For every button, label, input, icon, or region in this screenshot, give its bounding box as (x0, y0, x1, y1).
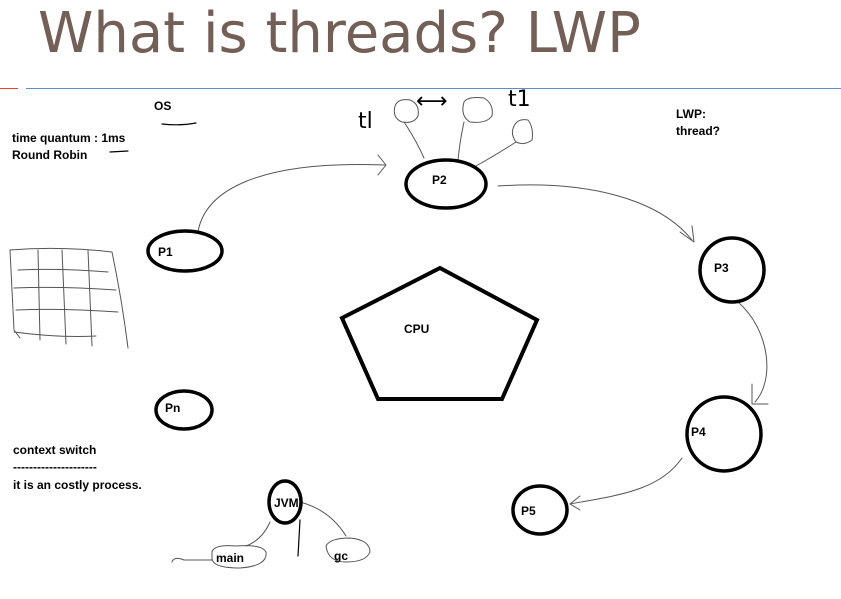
cpu-label: CPU (404, 322, 429, 336)
process-p1-label: P1 (158, 245, 173, 259)
jvm-stem-line (297, 519, 301, 557)
costly-process-label: it is an costly process. (13, 478, 142, 492)
lwp-label: LWP: (676, 107, 706, 121)
arrow-p1-to-p2 (197, 163, 386, 233)
main-thread-blob (211, 545, 267, 569)
process-p4 (685, 395, 763, 473)
os-underline (161, 122, 197, 126)
arrowhead-p2 (377, 154, 387, 176)
title-rule (26, 88, 841, 89)
cpu-pentagon (339, 265, 540, 401)
os-label: OS (154, 99, 171, 113)
thread-sketch (393, 97, 533, 167)
process-p1 (146, 229, 224, 273)
arrow-p3-to-p4 (737, 301, 768, 403)
grid-sketch (9, 247, 129, 349)
process-pn (154, 389, 214, 431)
arrowhead-p3 (679, 225, 695, 243)
process-p5 (511, 484, 569, 536)
swap-arrow-handwriting: ⟷ (416, 89, 448, 114)
arrowhead-p4 (751, 383, 769, 405)
round-robin-underline (109, 150, 129, 153)
process-p2-label: P2 (432, 173, 447, 187)
process-p3-label: P3 (714, 261, 729, 275)
thread-question-label: thread? (676, 124, 720, 138)
arrow-p2-to-p3 (497, 184, 693, 241)
main-thread-label: main (216, 551, 244, 565)
process-p5-label: P5 (521, 504, 536, 518)
process-p3 (698, 236, 766, 304)
t1-right-handwriting: t1 (508, 87, 531, 112)
process-pn-label: Pn (165, 401, 180, 415)
jvm-to-main-line (245, 521, 271, 547)
main-thread-tail (171, 557, 213, 563)
t1-left-handwriting: tl (358, 109, 373, 134)
jvm-label: JVM (274, 496, 299, 510)
process-p2 (404, 158, 488, 210)
arrowhead-p5 (569, 495, 581, 511)
slide-title: What is threads? LWP (38, 1, 641, 66)
gc-thread-blob (325, 537, 371, 563)
jvm-node (267, 479, 303, 525)
jvm-to-gc-line (299, 501, 347, 537)
context-switch-label: context switch (13, 443, 96, 457)
title-rule-accent (0, 88, 18, 89)
dashes-line: --------------------- (13, 460, 97, 474)
arrow-p4-to-p5 (569, 457, 683, 505)
process-p4-label: P4 (691, 425, 706, 439)
round-robin-label: Round Robin (12, 148, 87, 162)
time-quantum-label: time quantum : 1ms (12, 131, 126, 145)
gc-thread-label: gc (334, 549, 348, 563)
